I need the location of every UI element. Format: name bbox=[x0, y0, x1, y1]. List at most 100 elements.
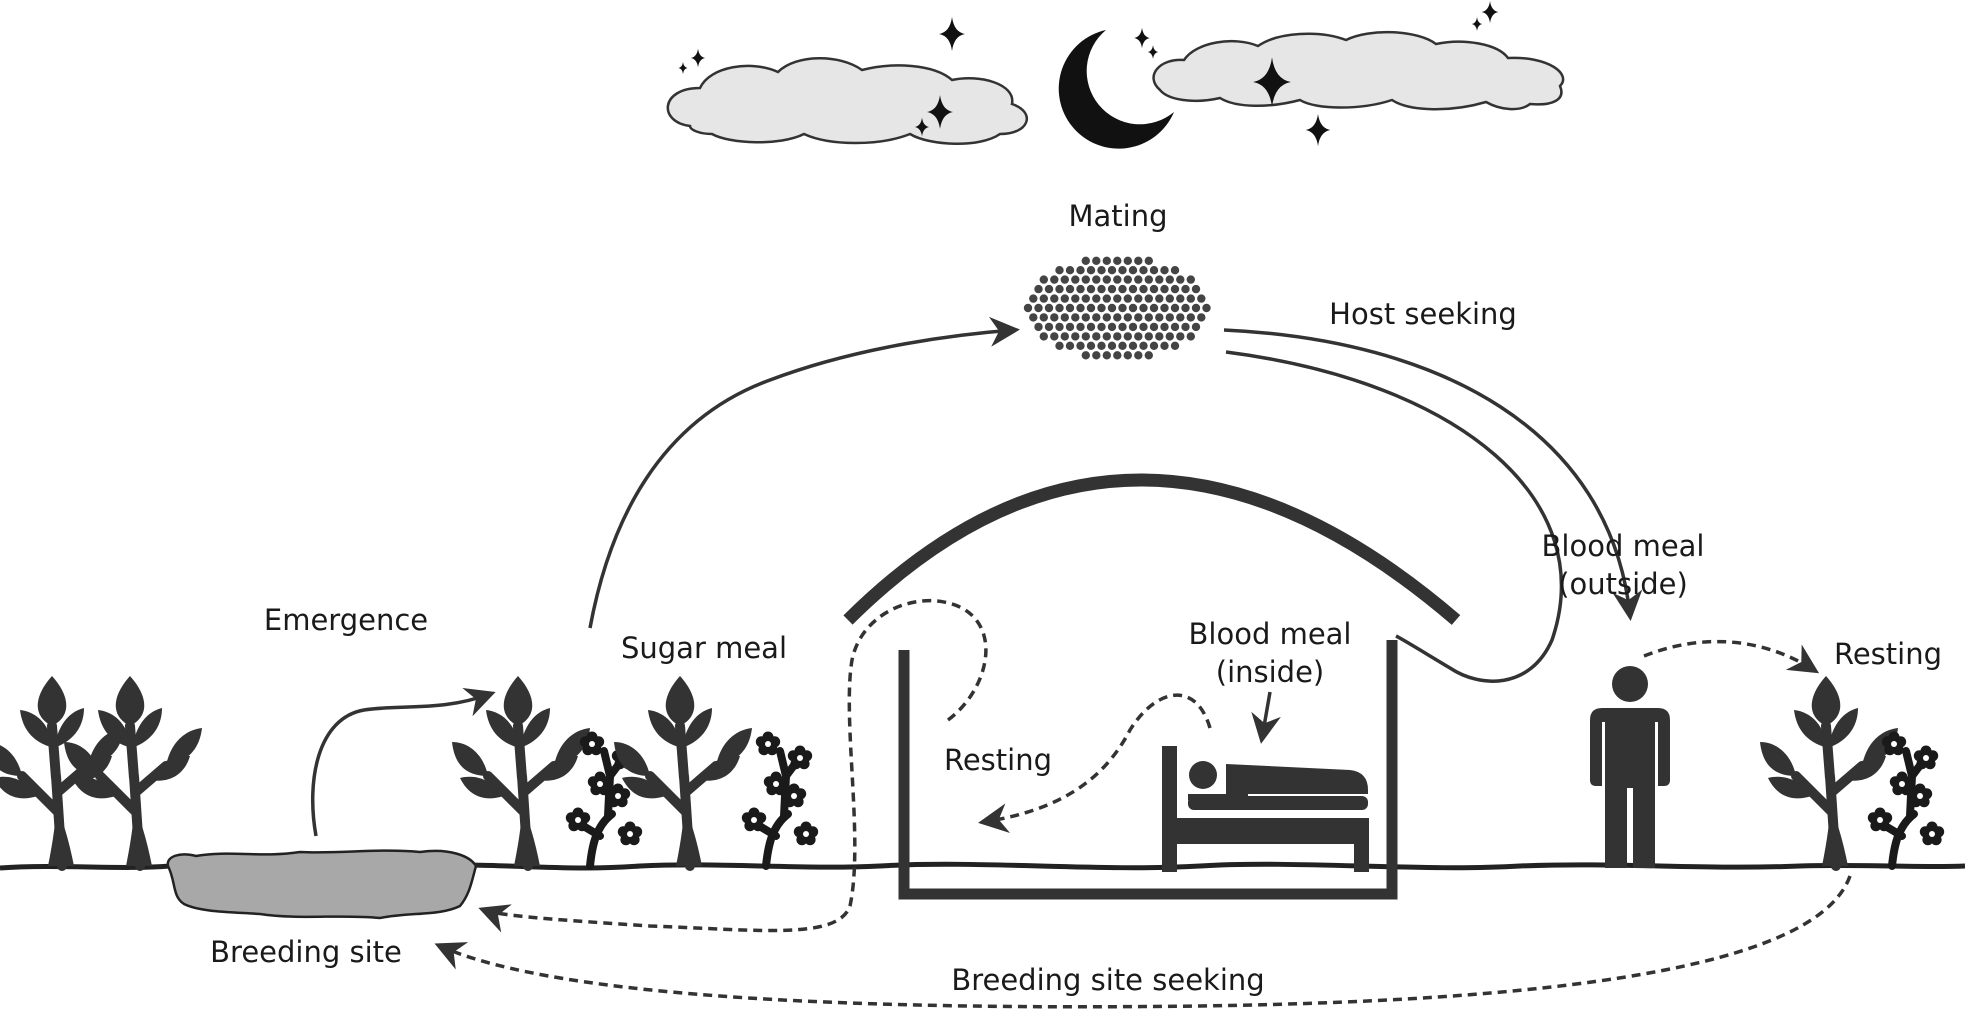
mosquito-dot bbox=[1028, 312, 1039, 323]
mosquito-dot bbox=[1086, 302, 1097, 313]
sugar-to-mating-arrow bbox=[588, 316, 1020, 629]
mosquito-dot bbox=[1164, 293, 1175, 304]
mosquito-dot bbox=[1065, 321, 1076, 332]
label-blood-meal-outside: Blood meal bbox=[1542, 529, 1705, 563]
mosquito-dot bbox=[1054, 340, 1065, 351]
sleeping-person-icon bbox=[1188, 761, 1368, 800]
mosquito-dot bbox=[1049, 274, 1060, 285]
mosquito-dot bbox=[1170, 321, 1181, 332]
star-icon bbox=[678, 62, 688, 74]
mosquito-dot bbox=[1054, 302, 1065, 313]
mosquito-dot bbox=[1080, 350, 1091, 361]
mosquito-dot bbox=[1138, 302, 1149, 313]
mosquito-dot bbox=[1138, 284, 1149, 295]
star-icon bbox=[1471, 17, 1483, 31]
mosquito-dot bbox=[1159, 284, 1170, 295]
label-resting-inside: Resting bbox=[944, 743, 1052, 777]
star-icon bbox=[1305, 113, 1331, 147]
label-sugar-meal: Sugar meal bbox=[621, 631, 787, 665]
mosquito-dot bbox=[1038, 274, 1049, 285]
resting-inside-arrow bbox=[978, 693, 1212, 834]
label-breeding-site-seeking: Breeding site seeking bbox=[951, 963, 1264, 997]
mosquito-dot bbox=[1122, 293, 1133, 304]
standing-person-icon bbox=[1590, 666, 1670, 868]
mosquito-dot bbox=[1128, 265, 1139, 276]
mosquito-dot bbox=[1101, 255, 1112, 266]
mosquito-dot bbox=[1128, 284, 1139, 295]
mosquito-dot bbox=[1054, 284, 1065, 295]
mosquito-dot bbox=[1159, 265, 1170, 276]
mosquito-dot bbox=[1175, 312, 1186, 323]
mosquito-dot bbox=[1175, 331, 1186, 342]
mosquito-dot bbox=[1170, 265, 1181, 276]
mosquito-dot bbox=[1033, 302, 1044, 313]
tree-icon bbox=[452, 676, 590, 866]
cloud-icon bbox=[666, 57, 1028, 145]
mosquito-dot bbox=[1091, 312, 1102, 323]
mosquito-dot bbox=[1107, 265, 1118, 276]
label-blood-meal-inside-qualifier: (inside) bbox=[1216, 655, 1324, 689]
mosquito-dot bbox=[1159, 302, 1170, 313]
mosquito-dot bbox=[1196, 312, 1207, 323]
tree-icon bbox=[0, 676, 124, 866]
label-mating: Mating bbox=[1068, 199, 1167, 233]
mosquito-dot bbox=[1112, 312, 1123, 323]
mosquito-dot bbox=[1143, 255, 1154, 266]
mosquito-dot bbox=[1049, 331, 1060, 342]
mosquito-dot bbox=[1080, 274, 1091, 285]
star-icon bbox=[939, 17, 965, 51]
resting-to-breeding-arrow bbox=[478, 598, 988, 933]
mosquito-dot bbox=[1091, 331, 1102, 342]
mosquito-dot bbox=[1138, 340, 1149, 351]
mosquito-dot bbox=[1065, 265, 1076, 276]
mosquito-dot bbox=[1070, 274, 1081, 285]
mosquito-dot bbox=[1080, 312, 1091, 323]
mosquito-dot bbox=[1117, 265, 1128, 276]
mosquito-dot bbox=[1191, 302, 1202, 313]
mosquito-dot bbox=[1101, 350, 1112, 361]
mosquito-dot bbox=[1180, 321, 1191, 332]
water-pool-icon bbox=[166, 849, 478, 920]
mosquito-dot bbox=[1107, 284, 1118, 295]
mosquito-dot bbox=[1023, 302, 1034, 313]
house-roof bbox=[843, 473, 1461, 625]
mosquito-dot bbox=[1044, 284, 1055, 295]
mosquito-dot bbox=[1086, 321, 1097, 332]
label-breeding-site: Breeding site bbox=[210, 935, 402, 969]
mosquito-dot bbox=[1038, 312, 1049, 323]
mosquito-dot bbox=[1201, 302, 1212, 313]
mosquito-dot bbox=[1180, 302, 1191, 313]
mosquito-dot bbox=[1075, 340, 1086, 351]
mosquito-dot bbox=[1070, 331, 1081, 342]
mosquito-dot bbox=[1091, 255, 1102, 266]
mosquito-dot bbox=[1086, 284, 1097, 295]
label-host-seeking: Host seeking bbox=[1329, 297, 1517, 331]
mosquito-dot bbox=[1091, 293, 1102, 304]
solid-arrows bbox=[310, 316, 1643, 837]
mosquito-dot bbox=[1128, 321, 1139, 332]
mosquito-dot bbox=[1143, 331, 1154, 342]
mosquito-dot bbox=[1101, 293, 1112, 304]
mosquito-dot bbox=[1070, 293, 1081, 304]
mosquito-dot bbox=[1028, 293, 1039, 304]
mosquito-dot bbox=[1122, 274, 1133, 285]
mosquito-dot bbox=[1075, 265, 1086, 276]
mosquito-dot bbox=[1149, 265, 1160, 276]
mosquito-dot bbox=[1101, 331, 1112, 342]
mosquito-dot bbox=[1054, 265, 1065, 276]
mosquito-dot bbox=[1033, 321, 1044, 332]
mosquito-dot bbox=[1065, 302, 1076, 313]
mosquito-dot bbox=[1059, 293, 1070, 304]
label-blood-meal-inside: Blood meal bbox=[1189, 617, 1352, 651]
label-blood-meal-outside-qualifier: (outside) bbox=[1558, 567, 1688, 601]
mosquito-dot bbox=[1112, 255, 1123, 266]
mosquito-dot bbox=[1122, 312, 1133, 323]
mosquito-dot bbox=[1185, 331, 1196, 342]
mosquito-dot bbox=[1164, 312, 1175, 323]
breeding-site-seeking-arrow bbox=[434, 875, 1852, 1009]
mosquito-dot bbox=[1049, 293, 1060, 304]
mosquito-dot bbox=[1164, 331, 1175, 342]
mosquito-dot bbox=[1086, 340, 1097, 351]
mosquito-dot bbox=[1107, 302, 1118, 313]
moon-icon bbox=[1058, 30, 1174, 149]
